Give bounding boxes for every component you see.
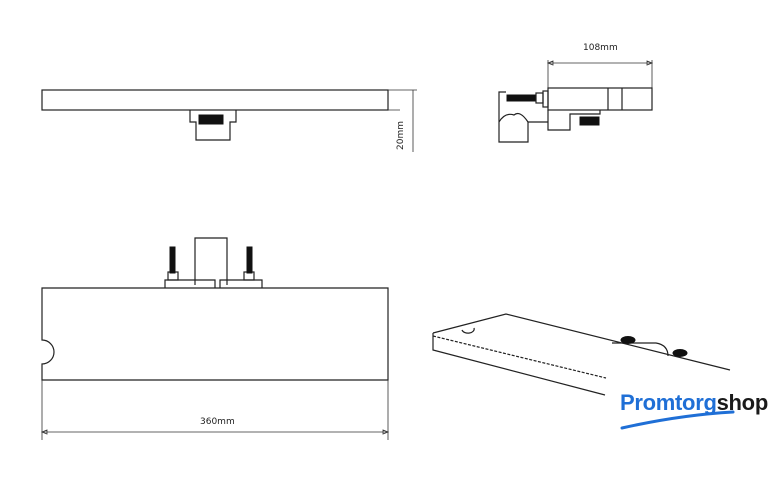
promtorgshop-logo: Promtorgshop [620,390,768,416]
end-view: 108mm [498,43,654,143]
top-view: 360mm [40,237,390,440]
perspective-view [432,313,731,396]
length-dimension-label: 360mm [200,417,235,427]
logo-text-primary: Promtorg [620,390,717,415]
logo-text-secondary: shop [716,390,769,415]
logo-swoosh [620,410,735,430]
width-dimension-label: 108mm [583,43,618,53]
side-view: 20mm [41,89,417,152]
height-dimension-label: 20mm [396,121,406,150]
